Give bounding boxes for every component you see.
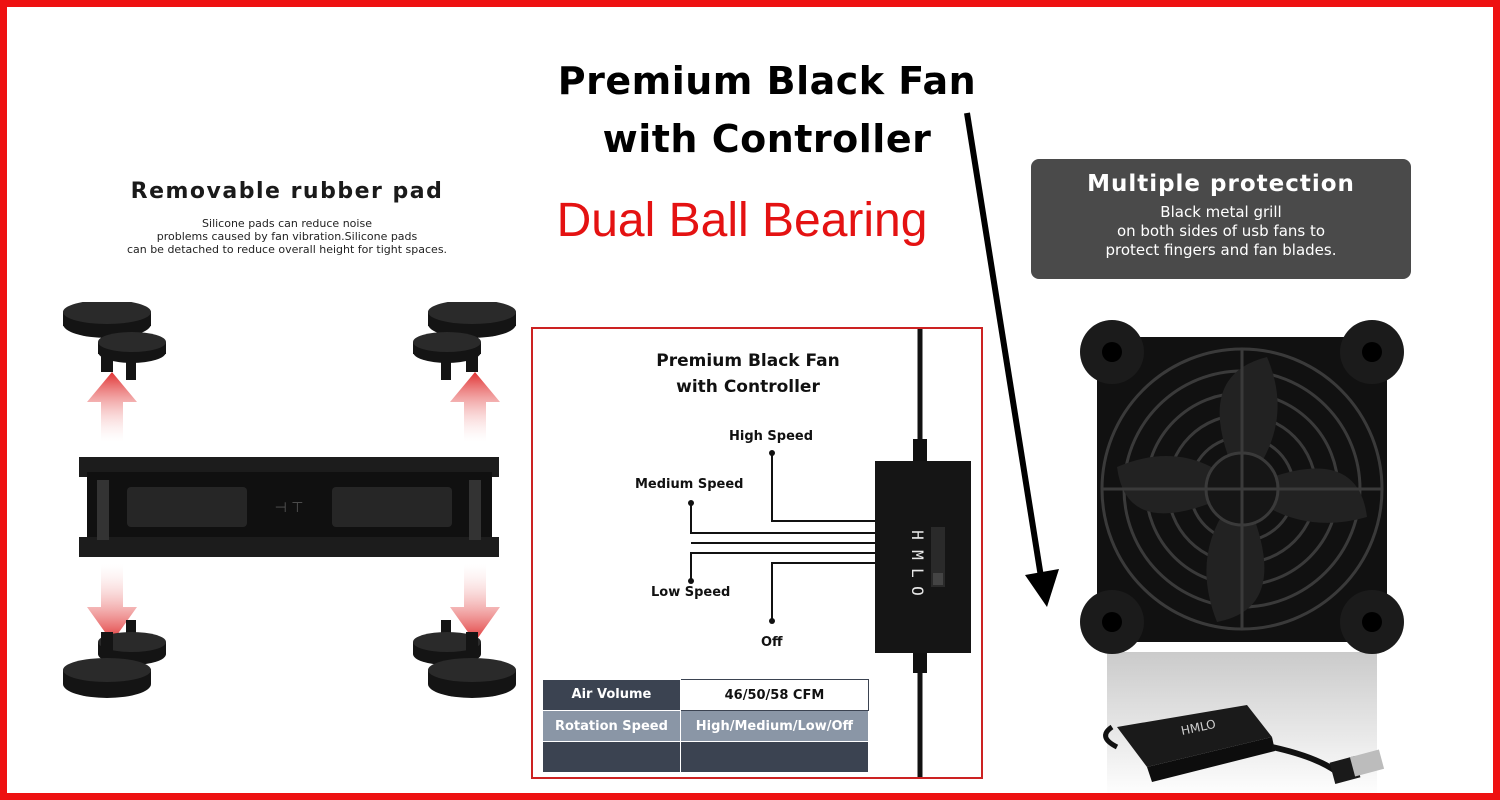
- speed-label-low: Low Speed: [651, 585, 731, 600]
- headline-line-2: with Controller: [602, 117, 932, 161]
- pointer-arrow-icon: [964, 112, 1059, 607]
- bearing-label: Dual Ball Bearing: [556, 194, 928, 247]
- switch-letter-m: M: [908, 550, 927, 560]
- spec-table: Air Volume 46/50/58 CFM Rotation Speed H…: [543, 679, 870, 773]
- table-row: Rotation Speed High/Medium/Low/Off: [543, 710, 870, 742]
- rubber-pad-description: Silicone pads can reduce noise problems …: [67, 217, 507, 256]
- rubber-pad-icon: [63, 302, 516, 380]
- controller-schematic: H M L O: [688, 329, 971, 777]
- speed-label-high: High Speed: [729, 429, 814, 444]
- spec-label: Air Volume: [543, 679, 681, 711]
- down-arrow-icon: [450, 564, 500, 642]
- switch-letters: H M L O: [908, 530, 927, 596]
- protection-desc-line: protect fingers and fan blades.: [1105, 241, 1337, 259]
- protection-callout: Multiple protection Black metal grill on…: [1031, 159, 1411, 279]
- protection-desc-line: Black metal grill: [1160, 203, 1282, 221]
- spec-value: High/Medium/Low/Off: [680, 710, 870, 742]
- rubber-pad-icon: [63, 620, 516, 698]
- up-arrow-icon: [87, 372, 137, 442]
- diagram-title-line-2: with Controller: [676, 377, 820, 397]
- protection-description: Black metal grill on both sides of usb f…: [1031, 203, 1411, 260]
- spec-empty-cell: [680, 741, 870, 773]
- rubber-pad-title: Removable rubber pad: [130, 179, 444, 204]
- headline-line-1: Premium Black Fan: [557, 59, 977, 103]
- rubber-pad-desc-line: problems caused by fan vibration.Silicon…: [156, 230, 418, 243]
- down-arrow-icon: [87, 564, 137, 642]
- diagram-title-line-1: Premium Black Fan: [656, 351, 840, 371]
- spec-value: 46/50/58 CFM: [679, 679, 870, 711]
- protection-title: Multiple protection: [1087, 171, 1355, 197]
- usb-controller-icon: HMLO: [1103, 705, 1385, 784]
- up-arrow-icon: [450, 372, 500, 442]
- switch-letter-l: L: [908, 568, 927, 578]
- switch-letter-o: O: [908, 586, 927, 596]
- controller-diagram: Premium Black Fan with Controller: [531, 327, 983, 779]
- table-row: Air Volume 46/50/58 CFM: [543, 679, 870, 711]
- spec-label: Rotation Speed: [543, 710, 681, 742]
- protection-desc-line: on both sides of usb fans to: [1116, 222, 1326, 240]
- table-row: [543, 741, 870, 773]
- rubber-pad-desc-line: can be detached to reduce overall height…: [126, 243, 448, 256]
- rubber-pad-desc-line: Silicone pads can reduce noise: [202, 217, 372, 230]
- fan-side-icon: ⊣ ⊤: [63, 302, 516, 698]
- speed-label-medium: Medium Speed: [635, 477, 744, 492]
- speed-label-off: Off: [761, 635, 783, 650]
- svg-text:⊣ ⊤: ⊣ ⊤: [275, 500, 304, 516]
- switch-letter-h: H: [908, 530, 927, 540]
- spec-empty-cell: [543, 741, 681, 773]
